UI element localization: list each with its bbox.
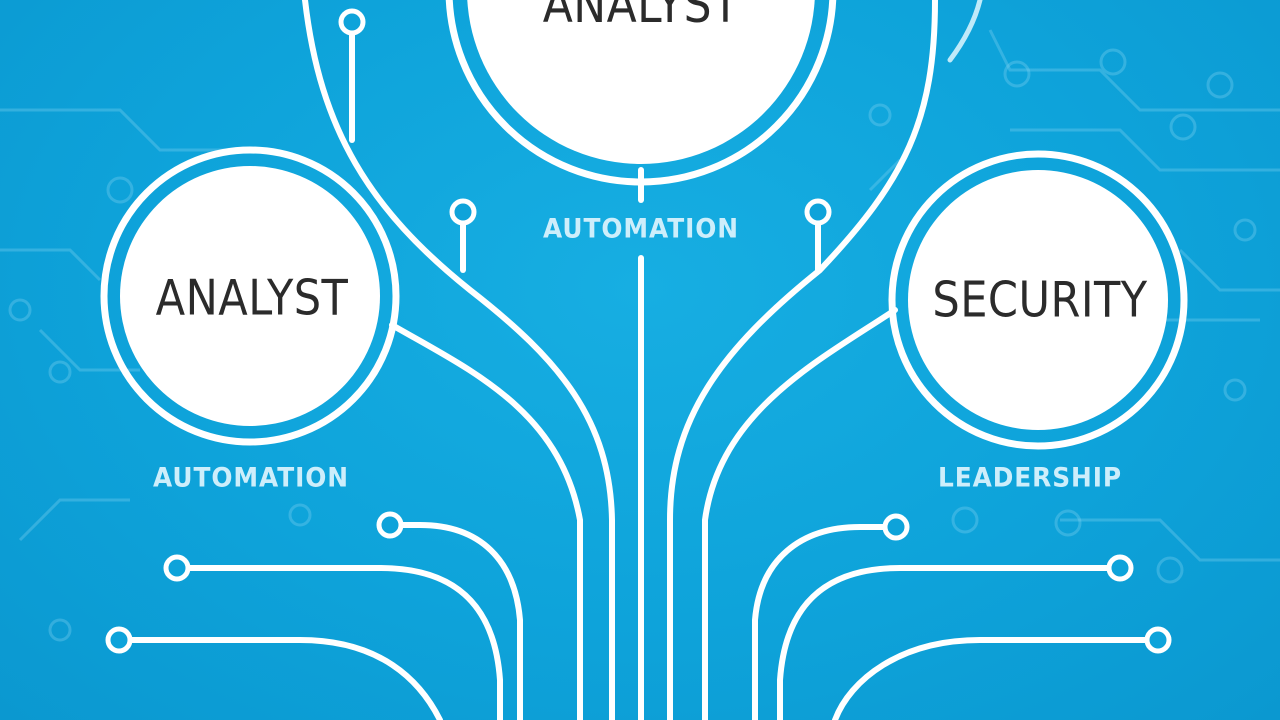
node-right-ring bbox=[888, 150, 1188, 450]
terminal-dot bbox=[882, 513, 910, 541]
node-top-circle bbox=[467, 0, 815, 164]
terminal-dot bbox=[376, 511, 404, 539]
terminal-dot bbox=[105, 626, 133, 654]
left-sub-label: AUTOMATION bbox=[152, 462, 350, 494]
terminal-dot bbox=[163, 554, 191, 582]
node-right-label: SECURITY bbox=[932, 271, 1148, 329]
terminal-dot bbox=[804, 198, 832, 226]
terminal-dots bbox=[105, 8, 1172, 654]
node-right-circle bbox=[908, 170, 1168, 430]
right-sub-label: LEADERSHIP bbox=[937, 462, 1123, 494]
node-left-ring bbox=[100, 146, 400, 446]
node-top-label: ANALYST bbox=[542, 0, 740, 34]
main-traces bbox=[129, 0, 1148, 720]
terminal-dot bbox=[338, 8, 366, 36]
center-sub-label: AUTOMATION bbox=[542, 213, 740, 245]
light-traces bbox=[947, 0, 983, 63]
terminal-dot bbox=[1144, 626, 1172, 654]
terminal-dot bbox=[1106, 554, 1134, 582]
node-top-ring bbox=[445, 0, 837, 186]
background-circuit bbox=[0, 29, 1280, 642]
terminal-dot bbox=[449, 198, 477, 226]
node-left-label: ANALYST bbox=[155, 269, 349, 327]
node-left-circle bbox=[120, 166, 380, 426]
node-circles bbox=[100, 0, 1188, 450]
